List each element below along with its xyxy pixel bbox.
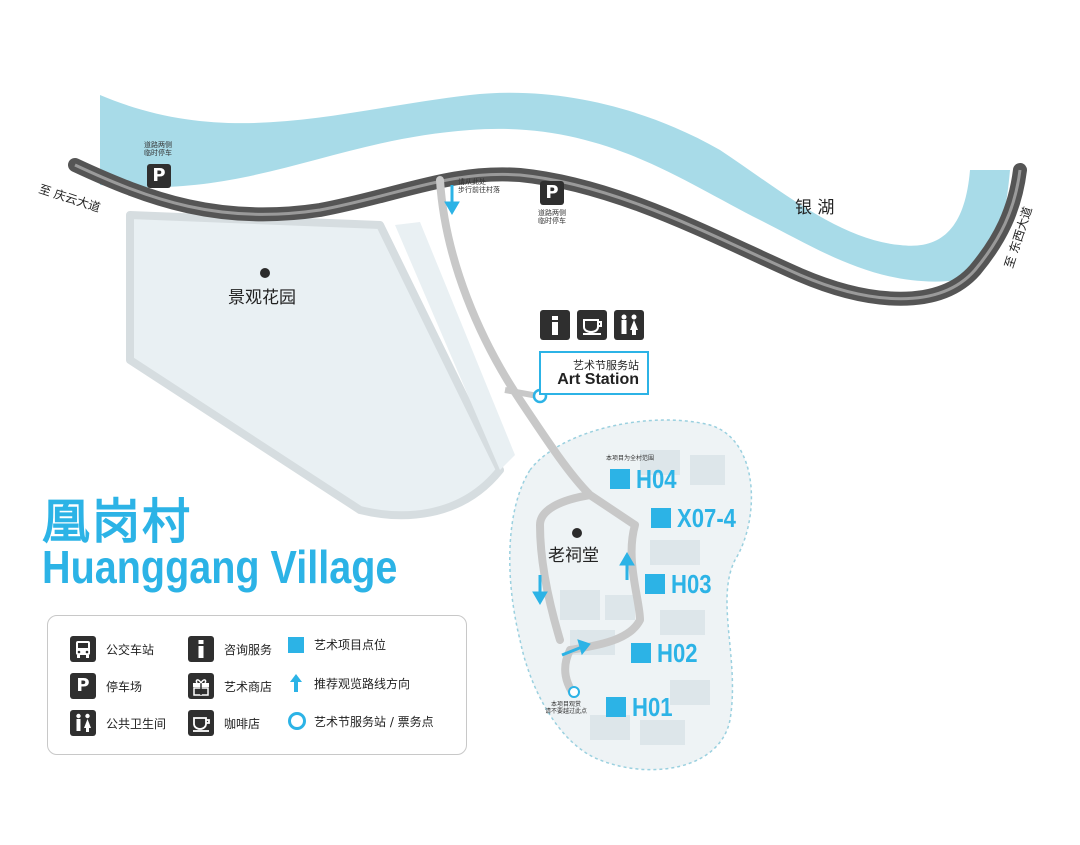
walk-note: 请从此处 步行前往村落 (458, 178, 500, 194)
site-h03-code: H03 (671, 569, 712, 599)
village-title-cn: 凰岗村 (42, 494, 193, 550)
site-x07-4-square (651, 508, 671, 528)
site-h04-square (610, 469, 630, 489)
garden-strip (395, 222, 515, 470)
walk-note-text: 请从此处 步行前往村落 (458, 178, 500, 194)
parking-icon-right: P (540, 181, 564, 205)
site-h01-square (606, 697, 626, 717)
site-x07-4-code: X07-4 (677, 503, 736, 533)
legend-label: 咨询服务 (224, 642, 273, 657)
legend-label: 艺术商店 (224, 679, 273, 694)
legend-item-bus: 公交车站 (70, 636, 154, 662)
legend-item-restroom: 公共卫生间 (70, 710, 166, 736)
site-h03-square (645, 574, 665, 594)
info-icon (188, 636, 214, 662)
art-station-name-cn: 艺术节服务站 (573, 359, 639, 372)
site-h02-square (631, 643, 651, 663)
site-h04[interactable]: H04 (610, 466, 684, 492)
legend-item-parking: P 停车场 (70, 673, 142, 699)
coffee-icon (577, 310, 607, 340)
site-h03[interactable]: H03 (645, 571, 719, 597)
restroom-icon (70, 710, 96, 736)
art-station-box[interactable]: 艺术节服务站 Art Station (539, 351, 649, 395)
parking-note-right-text: 道路两侧 临时停车 (538, 209, 566, 225)
route-end-marker (568, 686, 580, 698)
garden-label: 景观花园 (228, 288, 296, 308)
site-h02-code: H02 (657, 638, 698, 668)
ancestral-hall-dot (572, 528, 582, 538)
garden-area (126, 211, 504, 520)
silver-lake-river (100, 92, 1010, 282)
parking-icon-left: P (147, 164, 171, 188)
site-h02[interactable]: H02 (631, 640, 705, 666)
garden-dot (260, 268, 270, 278)
site-h01[interactable]: H01 (606, 694, 680, 720)
parking-note-left-text: 道路两侧 临时停车 (144, 141, 172, 157)
site-h01-code: H01 (632, 692, 673, 722)
river-name: 银 湖 (795, 198, 835, 218)
route-end-note-text: 本项目观赏 请不要越过此点 (545, 701, 588, 715)
legend-panel: 公交车站 P 停车场 公共卫生间 咨询服务 艺术商店 咖啡店 艺术项目点位 (47, 615, 467, 755)
legend-item-info: 咨询服务 (188, 636, 272, 662)
parking-icon-right-text: P (545, 182, 559, 203)
info-icon (540, 310, 570, 340)
ancestral-hall-label: 老祠堂 (548, 546, 599, 566)
legend-label: 艺术节服务站 / 票务点 (314, 714, 434, 729)
restroom-icon (614, 310, 644, 340)
coffee-icon (188, 710, 214, 736)
route-end-note: 本项目观赏 请不要越过此点 (545, 701, 587, 715)
arrow-up-icon (288, 673, 304, 693)
legend-label: 推荐观览路线方向 (314, 676, 411, 691)
legend-label: 停车场 (106, 679, 143, 694)
legend-item-station: 艺术节服务站 / 票务点 (288, 712, 434, 730)
route-arrows (444, 185, 635, 657)
legend-label: 艺术项目点位 (314, 638, 387, 652)
legend-label: 咖啡店 (224, 716, 261, 731)
site-x07-4[interactable]: X07-4 (651, 505, 746, 531)
walking-path (436, 176, 644, 696)
site-h04-code: H04 (636, 464, 677, 494)
legend-label: 公交车站 (106, 642, 155, 657)
parking-note-left: 道路两侧 临时停车 (138, 141, 178, 157)
art-station-name-en: Art Station (557, 371, 639, 388)
legend-item-route: 推荐观览路线方向 (288, 673, 410, 693)
parking-note-right: 道路两侧 临时停车 (532, 209, 572, 225)
bus-icon (70, 636, 96, 662)
village-title-en: Huanggang Village (42, 541, 398, 593)
gift-icon (188, 673, 214, 699)
parking-icon: P (70, 673, 96, 699)
square-icon (288, 636, 304, 653)
parking-icon-left-text: P (152, 165, 166, 186)
legend-label: 公共卫生间 (106, 716, 167, 731)
legend-item-coffee: 咖啡店 (188, 710, 260, 736)
legend-item-gift: 艺术商店 (188, 673, 272, 699)
circle-icon (288, 712, 306, 730)
village-scope-note: 本项目为全村范围 (606, 455, 655, 462)
legend-item-art-site: 艺术项目点位 (288, 636, 386, 653)
